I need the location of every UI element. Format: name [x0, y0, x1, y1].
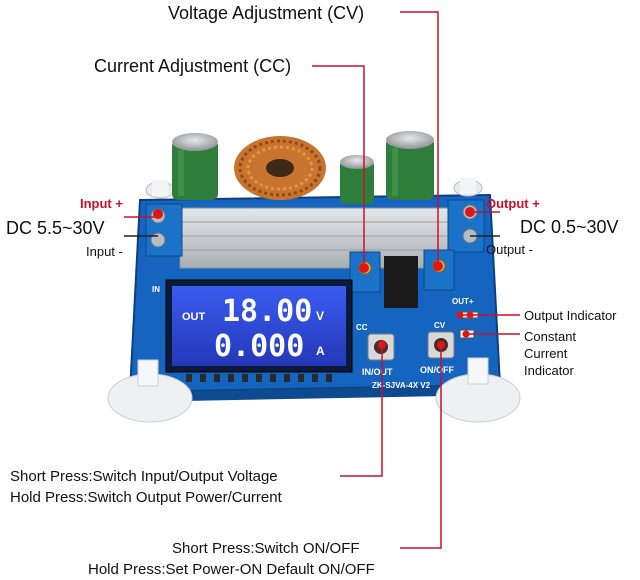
- label-dc-input: DC 5.5~30V: [6, 218, 105, 238]
- label-cc-line3: Indicator: [524, 363, 575, 378]
- output-terminal: [447, 199, 485, 253]
- label-input-minus: Input -: [86, 244, 123, 259]
- label-voltage-adjustment: Voltage Adjustment (CV): [168, 3, 364, 23]
- heatsink: [179, 207, 451, 269]
- silk-out-plus: OUT+: [452, 297, 474, 306]
- label-cc-line1: Constant: [524, 329, 576, 344]
- annotation-lines: [124, 11, 520, 549]
- lcd-pins: [186, 374, 332, 382]
- lcd-voltage-value: 18.00: [222, 294, 312, 329]
- capacitor-left: [172, 133, 218, 200]
- silk-on-off: ON/OFF: [420, 365, 454, 375]
- silk-cv: CV: [434, 321, 446, 330]
- label-dc-output: DC 0.5~30V: [520, 217, 619, 237]
- silk-in: IN: [152, 285, 160, 294]
- silk-cc: CC: [356, 323, 368, 332]
- black-inductor: [384, 256, 418, 308]
- label-input-plus: Input +: [80, 196, 123, 211]
- label-output-minus: Output -: [486, 242, 533, 257]
- capacitor-right: [386, 131, 434, 200]
- silk-in-out: IN/OUT: [362, 367, 393, 377]
- capacitor-mid: [340, 155, 374, 204]
- label-hold-press-2: Hold Press:Set Power-ON Default ON/OFF: [88, 561, 375, 578]
- label-hold-press-1: Hold Press:Switch Output Power/Current: [10, 489, 283, 506]
- standoffs: [107, 178, 521, 423]
- lcd-voltage-unit: V: [316, 309, 324, 323]
- label-short-press-1: Short Press:Switch Input/Output Voltage: [10, 468, 278, 485]
- label-cc-line2: Current: [524, 346, 568, 361]
- lcd-out-label: OUT: [182, 311, 206, 323]
- label-short-press-2: Short Press:Switch ON/OFF: [172, 540, 360, 557]
- lcd-current-value: 0.000: [214, 329, 304, 364]
- lcd-display: OUT 18.00 V 0.000 A: [165, 279, 353, 373]
- toroid-inductor: [234, 136, 326, 200]
- silk-model: ZK-SJVA-4X V2: [372, 381, 431, 390]
- label-output-plus: Output +: [486, 196, 540, 211]
- input-terminal: [145, 203, 183, 257]
- label-current-adjustment: Current Adjustment (CC): [94, 56, 291, 76]
- label-output-indicator: Output Indicator: [524, 308, 617, 323]
- lcd-current-unit: A: [316, 344, 325, 358]
- annotation-dots: [153, 207, 475, 349]
